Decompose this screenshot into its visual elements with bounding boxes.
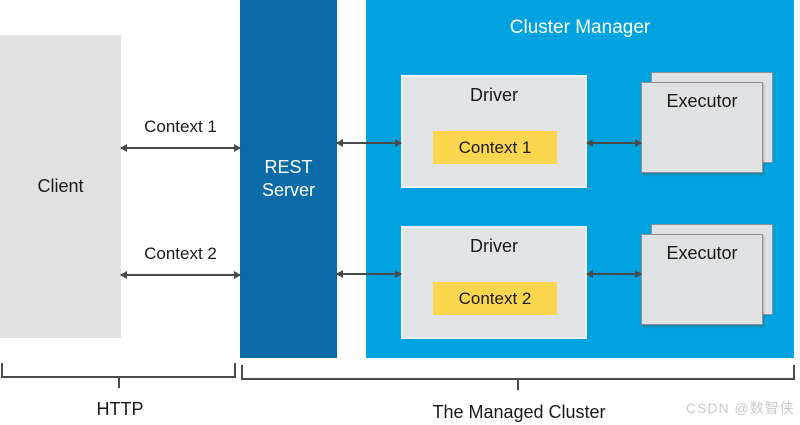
- http-brace: [1, 363, 236, 388]
- context-1-label: Context 1: [458, 137, 532, 157]
- driver-2-label: Driver: [470, 236, 518, 256]
- driver-box-2: Driver Context 2: [401, 226, 587, 339]
- context-2-label: Context 2: [458, 288, 532, 308]
- rest-server-label: REST Server: [261, 156, 315, 200]
- rest-server-box: REST Server: [240, 0, 337, 358]
- executor-2-card-front: Executor: [641, 234, 763, 325]
- watermark-text: CSDN @数智侠: [686, 400, 795, 416]
- client-label: Client: [37, 176, 84, 196]
- driver-executor-arrow-1: [586, 139, 642, 147]
- driver-box-1: Driver Context 1: [401, 75, 587, 188]
- cluster-manager-title: Cluster Manager: [509, 17, 651, 38]
- client-box: Client: [0, 35, 121, 338]
- managed-cluster-section-label: The Managed Cluster: [432, 402, 606, 422]
- rest-driver-arrow-1: [336, 139, 402, 147]
- executor-1-label: Executor: [666, 91, 738, 111]
- client-rest-arrow-1: [120, 144, 241, 152]
- executor-stack-1: Executor: [641, 72, 774, 174]
- context-1-box: Context 1: [433, 131, 557, 164]
- rest-driver-arrow-2: [336, 270, 402, 278]
- client-rest-arrow-2: [120, 271, 241, 279]
- http-section-label: HTTP: [96, 399, 144, 419]
- context-2-link-label: Context 2: [144, 244, 217, 263]
- driver-1-label: Driver: [470, 85, 518, 105]
- executor-2-label: Executor: [666, 243, 738, 263]
- context-2-box: Context 2: [433, 282, 557, 315]
- driver-executor-arrow-2: [586, 270, 642, 278]
- managed-cluster-brace: [241, 365, 795, 390]
- executor-stack-2: Executor: [641, 224, 774, 326]
- executor-1-card-front: Executor: [641, 82, 763, 173]
- context-1-link-label: Context 1: [144, 117, 217, 136]
